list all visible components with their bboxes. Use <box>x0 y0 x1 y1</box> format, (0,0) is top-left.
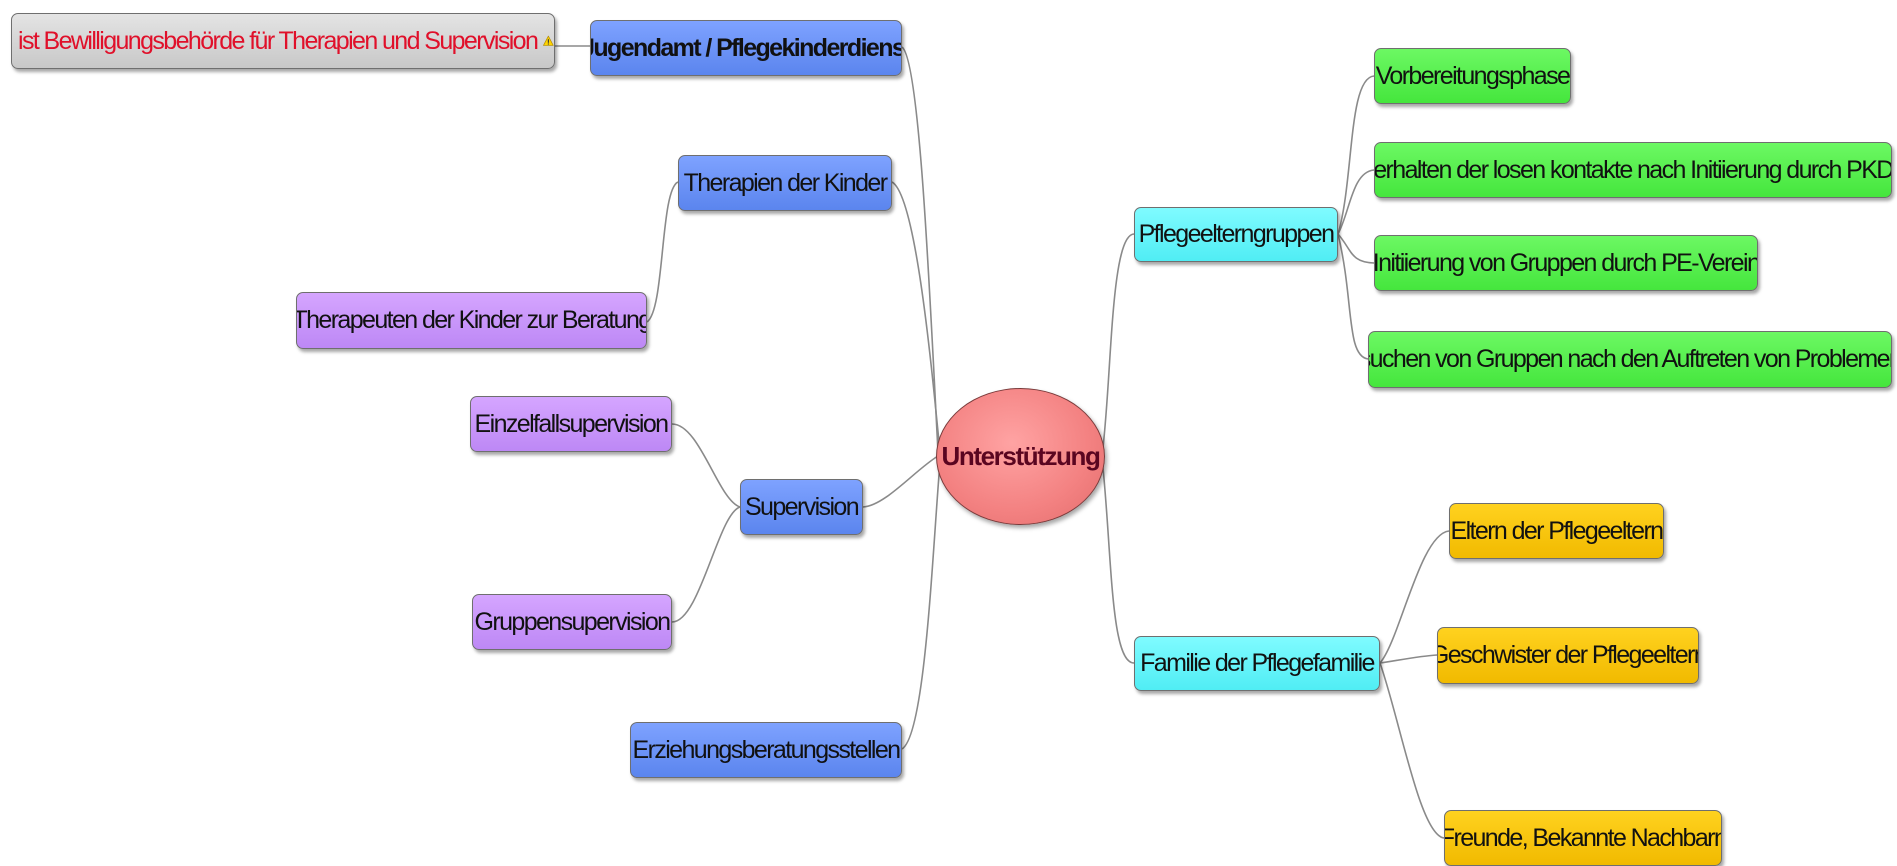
connector-suchen <box>1337 233 1369 360</box>
node-jugendamt-pflegekinderdienst[interactable]: Jugendamt / Pflegekinderdienst <box>590 20 902 76</box>
node-erziehung-label: Erziehungsberatungsstellen <box>632 735 901 764</box>
node-einzelfallsupervision[interactable]: Einzelfallsupervision <box>470 396 672 452</box>
node-therapien-label: Therapien der Kinder <box>683 168 888 197</box>
connector-freunde <box>1379 662 1445 839</box>
node-eltern-label: Eltern der Pflegeeltern <box>1450 516 1663 545</box>
node-vorbereitungsphase[interactable]: Vorbereitungsphase <box>1374 48 1571 104</box>
node-therapeuten-der-kinder[interactable]: Therapeuten der Kinder zur Beratung <box>296 292 647 349</box>
connector-erziehung <box>901 461 941 750</box>
node-erziehungsberatungsstellen[interactable]: Erziehungsberatungsstellen <box>630 722 902 778</box>
node-jugendamt-note-label: ist Bewilligungsbehörde für Therapien un… <box>18 26 539 55</box>
node-freunde-bekannte-nachbarn[interactable]: Freunde, Bekannte Nachbarn <box>1444 810 1722 866</box>
node-suchen-von-gruppen[interactable]: suchen von Gruppen nach den Auftreten vo… <box>1368 331 1892 388</box>
connector-pflegeelterngruppen <box>1101 233 1135 457</box>
node-therapien-der-kinder[interactable]: Therapien der Kinder <box>678 155 892 211</box>
node-pflegeelterngruppen-label: Pflegeelterngruppen <box>1138 220 1335 248</box>
node-eltern-der-pflegeeltern[interactable]: Eltern der Pflegeeltern <box>1449 503 1664 559</box>
node-supervision[interactable]: Supervision <box>740 479 863 535</box>
connector-supervision <box>862 455 939 508</box>
node-jugendamt-note[interactable]: ist Bewilligungsbehörde für Therapien un… <box>11 13 555 69</box>
node-erhalten-kontakte[interactable]: erhalten der losen kontakte nach Initiie… <box>1374 142 1892 198</box>
node-geschwister-der-pflegeeltern[interactable]: Geschwister der Pflegeeltern <box>1437 627 1699 684</box>
central-node-label: Unterstützung <box>941 441 1101 471</box>
connector-therapien <box>891 181 941 453</box>
node-initiierung-pe-verein[interactable]: Initiierung von Gruppen durch PE-Verein <box>1374 235 1758 291</box>
node-erhalten-label: erhalten der losen kontakte nach Initiie… <box>1374 155 1892 184</box>
node-initiierung-label: Initiierung von Gruppen durch PE-Verein <box>1374 248 1758 277</box>
connector-erhalten <box>1337 169 1375 235</box>
connector-geschwister <box>1379 654 1438 664</box>
connector-vorbereitung <box>1337 75 1375 235</box>
node-jugendamt-label: Jugendamt / Pflegekinderdienst <box>590 33 902 62</box>
connector-gruppen <box>671 506 741 623</box>
node-pflegeelterngruppen[interactable]: Pflegeelterngruppen <box>1134 207 1338 262</box>
node-gruppensupervision[interactable]: Gruppensupervision <box>472 594 672 650</box>
node-therapeuten-label: Therapeuten der Kinder zur Beratung <box>296 306 647 334</box>
node-vorbereitung-label: Vorbereitungsphase <box>1375 61 1570 90</box>
connector-eltern <box>1379 530 1450 664</box>
connector-therapeuten <box>646 181 679 323</box>
node-einzelfall-label: Einzelfallsupervision <box>474 409 670 438</box>
connector-familie <box>1101 457 1135 664</box>
connector-einzelfall <box>671 423 741 508</box>
node-geschwister-label: Geschwister der Pflegeeltern <box>1437 641 1699 669</box>
warning-icon <box>543 35 554 46</box>
node-familie-der-pflegefamilie[interactable]: Familie der Pflegefamilie <box>1134 636 1380 691</box>
node-gruppen-label: Gruppensupervision <box>474 607 671 636</box>
node-supervision-label: Supervision <box>744 492 860 521</box>
connector-initiierung <box>1337 233 1375 264</box>
central-node-unterstuetzung[interactable]: Unterstützung <box>936 388 1105 525</box>
node-freunde-label: Freunde, Bekannte Nachbarn <box>1444 823 1722 852</box>
node-familie-label: Familie der Pflegefamilie <box>1140 649 1375 677</box>
connector-jugendamt <box>901 46 939 453</box>
node-suchen-label: suchen von Gruppen nach den Auftreten vo… <box>1368 345 1892 373</box>
